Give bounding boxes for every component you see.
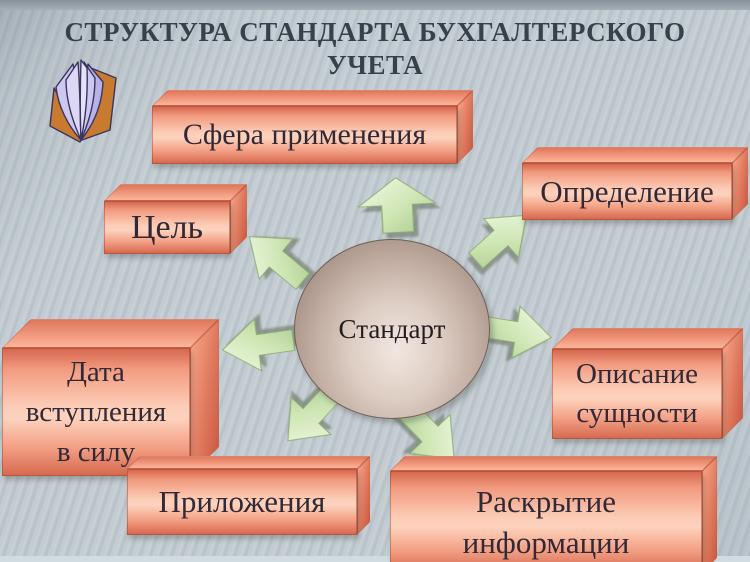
node-sfera-primeneniya: Сфера применения xyxy=(152,90,473,164)
node-label-line: в силу xyxy=(56,436,136,468)
node-label: Приложения xyxy=(158,484,326,519)
box-side-face xyxy=(190,319,219,476)
box-side-face xyxy=(722,328,743,439)
center-node-standart: Стандарт xyxy=(294,239,490,419)
box-top-face xyxy=(152,90,473,106)
arrow-left-icon xyxy=(216,311,299,379)
arrow-up-right-icon xyxy=(455,192,547,283)
arrow-up-left-icon xyxy=(229,213,323,305)
node-tsel: Цель xyxy=(104,184,247,254)
top-border xyxy=(0,0,750,10)
box-front-face: Сфера применения xyxy=(152,106,457,164)
node-label-line: Дата xyxy=(67,356,125,388)
node-label-line: сущности xyxy=(576,397,698,429)
book-icon xyxy=(42,54,124,150)
box-front-face: Дата вступления в силу xyxy=(2,348,190,476)
box-side-face xyxy=(702,456,717,562)
center-label: Стандарт xyxy=(338,313,446,344)
node-opredelenie: Определение xyxy=(522,147,748,220)
page-title: СТРУКТУРА СТАНДАРТА БУХГАЛТЕРСКОГО УЧЕТА xyxy=(0,16,750,82)
box-side-face xyxy=(357,456,370,535)
title-line-2: УЧЕТА xyxy=(326,50,424,80)
node-data-vstupleniya: Дата вступления в силу xyxy=(2,319,219,476)
node-label: Сфера применения xyxy=(182,118,427,151)
box-top-face xyxy=(104,184,247,201)
box-top-face xyxy=(127,456,370,469)
node-label: Цель xyxy=(130,208,204,246)
box-top-face xyxy=(2,319,219,348)
node-prilozheniya: Приложения xyxy=(127,456,370,535)
bottom-border xyxy=(0,556,750,562)
arrow-up-icon xyxy=(353,174,442,236)
node-label-line: вступления xyxy=(25,396,167,428)
node-raskrytie-informatsii: Раскрытие информации xyxy=(390,456,717,562)
box-top-face xyxy=(390,456,717,471)
box-front-face: Цель xyxy=(104,201,230,254)
box-front-face: Раскрытие информации xyxy=(390,471,702,562)
box-front-face: Описание сущности xyxy=(552,349,722,439)
node-opisanie-sushchnosti: Описание сущности xyxy=(552,328,743,439)
node-label-line: информации xyxy=(462,525,630,560)
title-line-1: СТРУКТУРА СТАНДАРТА БУХГАЛТЕРСКОГО xyxy=(64,17,686,47)
node-label: Определение xyxy=(540,173,714,209)
box-top-face xyxy=(552,328,743,349)
box-front-face: Приложения xyxy=(127,469,357,535)
box-top-face xyxy=(522,147,748,163)
node-label-line: Описание xyxy=(576,358,698,390)
box-front-face: Определение xyxy=(522,163,732,220)
node-label-line: Раскрытие xyxy=(475,484,617,519)
